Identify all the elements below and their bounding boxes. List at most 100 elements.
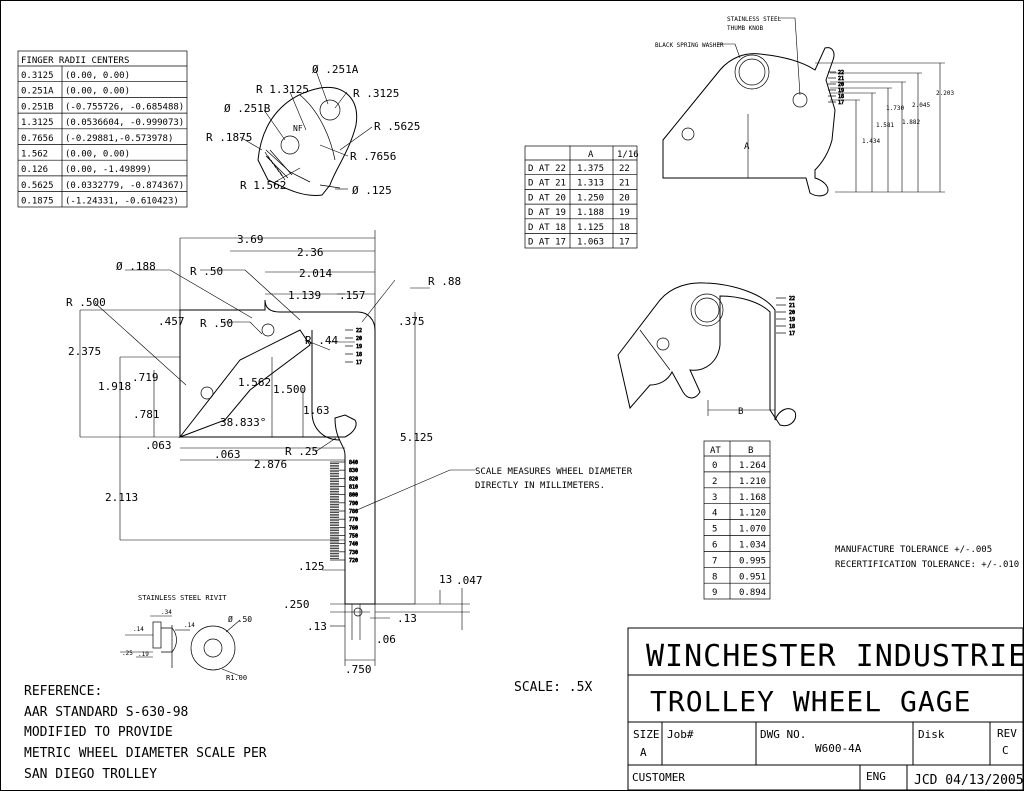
reference-note: REFERENCE: AAR STANDARD S-630-98 MODIFIE… xyxy=(24,684,267,782)
radii-cell-radius: 0.1875 xyxy=(21,197,54,207)
dim-2-014: 2.014 xyxy=(299,267,332,280)
a-cell-sixteenths: 21 xyxy=(619,179,630,189)
dim-13-top: 13 xyxy=(439,573,452,586)
scale-note-line1: SCALE MEASURES WHEEL DIAMETER xyxy=(475,467,633,477)
a-cell-position: D AT 18 xyxy=(528,223,566,233)
radii-cell-center: (0.0536604, -0.999073) xyxy=(65,118,184,128)
b-cell-value: 1.264 xyxy=(739,461,766,471)
radii-cell-radius: 0.126 xyxy=(21,165,48,175)
dim-375: .375 xyxy=(398,315,425,328)
b-cell-at: 4 xyxy=(712,509,717,519)
a-cell-position: D AT 21 xyxy=(528,179,566,189)
b-table-header-b: B xyxy=(748,446,753,456)
b-cell-value: 0.894 xyxy=(739,588,766,598)
dim-250: .250 xyxy=(283,598,310,611)
scale-tick-label: 750 xyxy=(349,534,358,540)
customer-label: CUSTOMER xyxy=(632,771,685,784)
b-cell-value: 1.070 xyxy=(739,525,766,535)
dim-750: .750 xyxy=(345,663,372,676)
dim-157: .157 xyxy=(339,289,366,302)
radii-cell-radius: 0.3125 xyxy=(21,71,54,81)
dim-r-88: R .88 xyxy=(428,275,461,288)
radii-cell-radius: 0.5625 xyxy=(21,181,54,191)
dim-063-left: .063 xyxy=(145,439,172,452)
rev-label: REV xyxy=(997,727,1017,740)
scale-tick-label: 800 xyxy=(349,493,358,499)
scale-tick-label: 790 xyxy=(349,501,358,507)
rev-value: C xyxy=(1002,744,1009,757)
gage-top-tick-label: 19 xyxy=(838,88,844,94)
gage-top-dim-1730: 1.730 xyxy=(886,105,904,112)
dim-1-63: 1.63 xyxy=(303,404,330,417)
disk-label: Disk xyxy=(918,728,945,741)
finger-radii-table: FINGER RADII CENTERS 0.3125(0.00, 0.00)0… xyxy=(17,50,188,208)
scale-tick-label: 770 xyxy=(349,517,358,523)
b-cell-at: 2 xyxy=(712,477,717,487)
gage-top-tick-label: 21 xyxy=(838,76,844,82)
finger-label-r1875: R .1875 xyxy=(206,131,252,144)
b-table-header-at: AT xyxy=(710,446,721,456)
gage-top-dim-2203: 2.203 xyxy=(936,90,954,97)
a-cell-value: 1.313 xyxy=(577,179,604,189)
rivet-dim-14-right: .14 xyxy=(184,622,195,629)
reference-line-3: METRIC WHEEL DIAMETER SCALE PER xyxy=(24,746,267,761)
callout-black-spring-washer: BLACK SPRING WASHER xyxy=(655,42,724,49)
dim-2-375: 2.375 xyxy=(68,345,101,358)
scale-tick-label: 780 xyxy=(349,509,358,515)
radii-cell-center: (-0.755726, -0.685488) xyxy=(65,102,184,112)
radii-cell-radius: 0.251A xyxy=(21,87,54,97)
a-table-header-a: A xyxy=(588,150,594,160)
dim-r-25: R .25 xyxy=(285,445,318,458)
b-cell-at: 6 xyxy=(712,541,717,551)
job-label: Job# xyxy=(667,728,694,741)
radii-cell-center: (0.00, 0.00) xyxy=(65,150,130,160)
dwg-no-value: W600-4A xyxy=(815,742,862,755)
a-cell-sixteenths: 20 xyxy=(619,193,630,203)
scale-tick-label: 760 xyxy=(349,525,358,531)
rivet-dim-19: .19 xyxy=(138,651,149,658)
gage-top-dim-1882: 1.882 xyxy=(902,119,920,126)
a-table-header-sixteenths: 1/16 xyxy=(617,150,639,160)
a-cell-position: D AT 19 xyxy=(528,208,566,218)
b-cell-value: 1.210 xyxy=(739,477,766,487)
finger-label-dia-125: Ø .125 xyxy=(352,184,392,197)
dim-13-right: .13 xyxy=(397,612,417,625)
dim-r-44: R .44 xyxy=(305,334,338,347)
radii-cell-center: (0.00, 0.00) xyxy=(65,71,130,81)
a-cell-sixteenths: 22 xyxy=(619,164,630,174)
b-cell-at: 0 xyxy=(712,461,717,471)
main-upper-tick-label: 20 xyxy=(356,336,362,342)
a-cell-value: 1.375 xyxy=(577,164,604,174)
finger-label-r1562: R 1.562 xyxy=(240,179,286,192)
gage-mid-tick-label: 20 xyxy=(789,310,795,316)
gage-mid-dim-b: B xyxy=(738,407,743,417)
tolerance-note-manufacture: MANUFACTURE TOLERANCE +/-.005 xyxy=(835,545,992,555)
dim-457: .457 xyxy=(158,315,185,328)
main-upper-tick-label: 22 xyxy=(356,328,362,334)
a-cell-sixteenths: 17 xyxy=(619,238,630,248)
a-cell-value: 1.250 xyxy=(577,193,604,203)
radii-cell-center: (-1.24331, -0.610423) xyxy=(65,197,179,207)
b-cell-at: 3 xyxy=(712,493,717,503)
rivet-dim-34: .34 xyxy=(161,609,172,616)
main-upper-tick-label: 17 xyxy=(356,360,362,366)
gage-top-dim-1581: 1.581 xyxy=(876,122,894,129)
tolerance-note-recert: RECERTIFICATION TOLERANCE: +/-.010 xyxy=(835,560,1019,570)
a-cell-position: D AT 20 xyxy=(528,193,566,203)
radii-cell-radius: 1.3125 xyxy=(21,118,54,128)
dim-1-918: 1.918 xyxy=(98,380,131,393)
dim-2-876: 2.876 xyxy=(254,458,287,471)
b-cell-at: 5 xyxy=(712,525,717,535)
drawing-title: TROLLEY WHEEL GAGE xyxy=(650,685,971,718)
scale-tick-label: 740 xyxy=(349,542,358,548)
b-cell-at: 7 xyxy=(712,556,717,566)
rivet-title: STAINLESS STEEL RIVIT xyxy=(138,594,227,602)
gage-mid-tick-label: 22 xyxy=(789,296,795,302)
radii-cell-center: (0.00, 0.00) xyxy=(65,87,130,97)
finger-label-dia-251b: Ø .251B xyxy=(224,102,271,115)
